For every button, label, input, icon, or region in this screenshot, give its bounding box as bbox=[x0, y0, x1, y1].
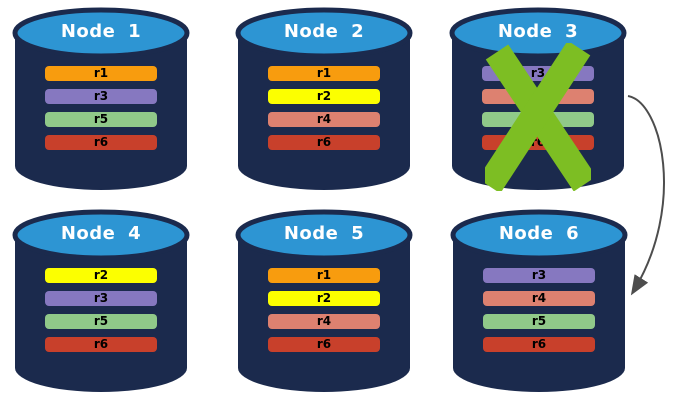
cylinder-top-ellipse bbox=[12, 209, 190, 261]
node-title: Node 2 bbox=[283, 21, 365, 42]
replica-bar: r3 bbox=[45, 89, 157, 104]
replica-bar: r4 bbox=[268, 112, 380, 127]
replica-bar: r6 bbox=[45, 337, 157, 352]
replica-bar: r1 bbox=[268, 268, 380, 283]
replica-bar: r6 bbox=[268, 135, 380, 150]
node-6: Node 6 r3 r4 r5 r6 bbox=[450, 209, 628, 397]
replica-list: r1 r2 r4 r6 bbox=[268, 268, 380, 360]
replica-list: r1 r2 r4 r6 bbox=[268, 66, 380, 158]
replica-list: r3 r4 r5 r6 bbox=[483, 268, 595, 360]
cylinder-top-ellipse bbox=[12, 7, 190, 59]
failure-x-icon bbox=[477, 40, 597, 195]
arrow-curve bbox=[627, 95, 665, 296]
replica-bar: r5 bbox=[45, 314, 157, 329]
replica-bar: r2 bbox=[268, 89, 380, 104]
replica-bar: r5 bbox=[45, 112, 157, 127]
replica-list: r1 r3 r5 r6 bbox=[45, 66, 157, 158]
node-title: Node 1 bbox=[60, 21, 142, 42]
cylinder-top-ellipse bbox=[235, 7, 413, 59]
node-3: Node 3 r3 r4 r5 r6 bbox=[449, 7, 627, 195]
cylinder-top-ellipse bbox=[449, 7, 627, 59]
replica-bar: r2 bbox=[45, 268, 157, 283]
node-title: Node 5 bbox=[283, 223, 365, 244]
replica-list: r2 r3 r5 r6 bbox=[45, 268, 157, 360]
failover-arrow-icon bbox=[600, 84, 676, 310]
node-title: Node 4 bbox=[60, 223, 142, 244]
node-title: Node 6 bbox=[498, 223, 580, 244]
replica-bar: r4 bbox=[268, 314, 380, 329]
x-stroke bbox=[477, 40, 591, 194]
replica-bar: r4 bbox=[483, 291, 595, 306]
node-1: Node 1 r1 r3 r5 r6 bbox=[12, 7, 190, 195]
node-title: Node 3 bbox=[497, 21, 579, 42]
replica-bar: r3 bbox=[45, 291, 157, 306]
replica-bar: r1 bbox=[45, 66, 157, 81]
cylinder-top-ellipse bbox=[450, 209, 628, 261]
replica-bar: r6 bbox=[483, 337, 595, 352]
node-5: Node 5 r1 r2 r4 r6 bbox=[235, 209, 413, 397]
node-2: Node 2 r1 r2 r4 r6 bbox=[235, 7, 413, 195]
replica-bar: r1 bbox=[268, 66, 380, 81]
node-4: Node 4 r2 r3 r5 r6 bbox=[12, 209, 190, 397]
replica-bar: r6 bbox=[45, 135, 157, 150]
replica-bar: r5 bbox=[483, 314, 595, 329]
replica-bar: r6 bbox=[268, 337, 380, 352]
cylinder-top-ellipse bbox=[235, 209, 413, 261]
replica-bar: r3 bbox=[483, 268, 595, 283]
replica-bar: r2 bbox=[268, 291, 380, 306]
